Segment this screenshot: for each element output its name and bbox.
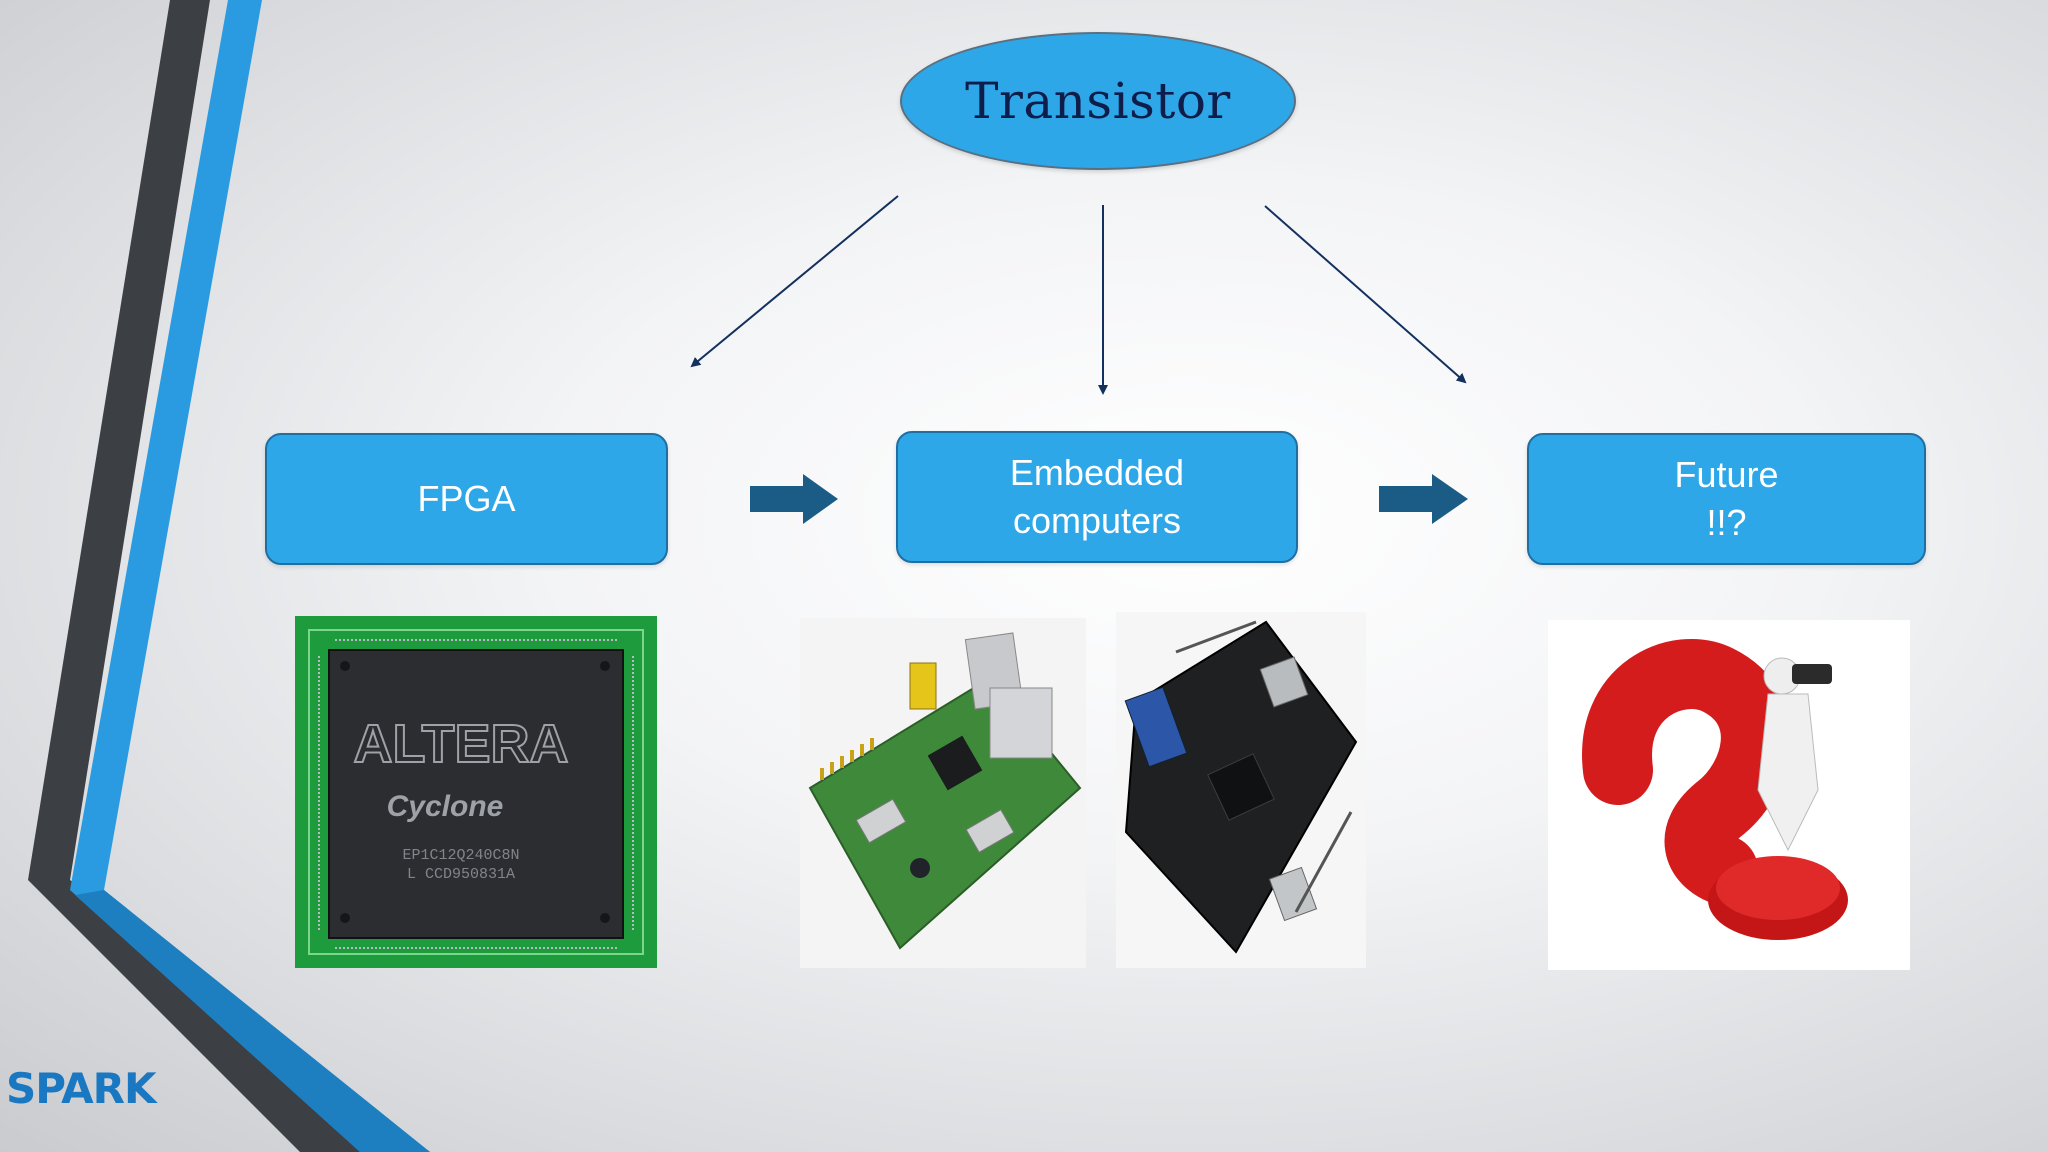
node-embedded-line-2: computers [1012,500,1182,541]
node-fpga-label: FPGA [417,478,516,520]
beaglebone-board-image [1116,612,1366,968]
node-embedded-line-1: Embedded [1009,452,1185,494]
raspberry-pi-image [800,618,1086,968]
altera-logo-text: ALTERA [354,714,569,774]
flow-arrow-1 [750,474,838,524]
node-future-line-1: Future [1674,454,1779,496]
spark-logo: SPARK [6,1064,157,1113]
fpga-chip-image: ALTERA Cyclone EP1C12Q240C8N L CCD950831… [295,616,657,968]
node-future-line-2: !!? [1706,502,1747,543]
question-mark-figure-image [1548,620,1910,970]
chip-lot-number: L CCD950831A [407,866,515,883]
right-block-arrow-icon [1379,474,1468,524]
connector-to-future [1264,205,1467,384]
node-fpga: FPGA [265,433,668,565]
cyclone-text: Cyclone [387,790,504,823]
connector-to-fpga [690,195,899,368]
right-block-arrow-icon [750,474,838,524]
blue-stripe [70,0,430,1152]
node-embedded-computers: Embedded computers [896,431,1298,563]
node-future: Future !!? [1527,433,1926,565]
flow-arrow-2 [1379,474,1468,524]
dark-stripe [28,0,430,1152]
blue-stripe-shadow [75,890,430,1152]
root-node-transistor: Transistor [900,32,1296,170]
chip-part-number: EP1C12Q240C8N [402,847,519,864]
root-node-label: Transistor [965,72,1231,130]
